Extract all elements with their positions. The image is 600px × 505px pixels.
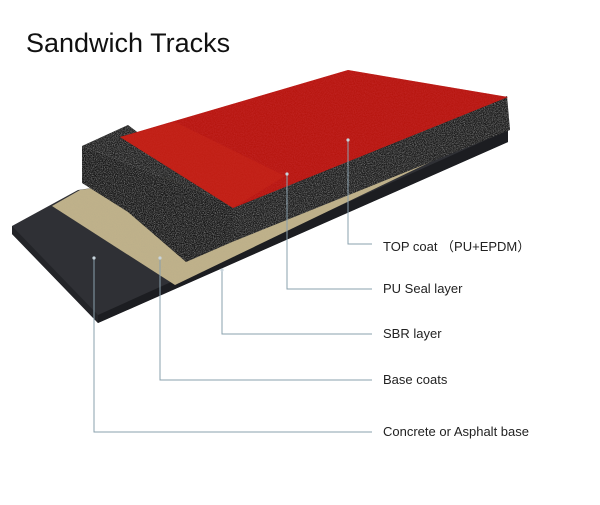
leader-line-pu-seal (286, 174, 372, 290)
leader-line-top-coat (347, 140, 372, 245)
leader-line-concrete (93, 258, 372, 433)
sbr-layer (82, 96, 510, 262)
leader-dots (92, 138, 350, 272)
leader-lines (93, 140, 372, 433)
leader-line-sbr (221, 270, 372, 335)
page-title: Sandwich Tracks (26, 28, 231, 58)
label-top-coat: TOP coat （PU+EPDM） (383, 239, 531, 254)
top-coat-layer (120, 70, 508, 208)
label-sbr: SBR layer (383, 326, 442, 341)
label-pu-seal: PU Seal layer (383, 281, 463, 296)
leader-line-base-coats (159, 258, 372, 381)
label-concrete: Concrete or Asphalt base (383, 424, 529, 439)
label-base-coats: Base coats (383, 372, 448, 387)
